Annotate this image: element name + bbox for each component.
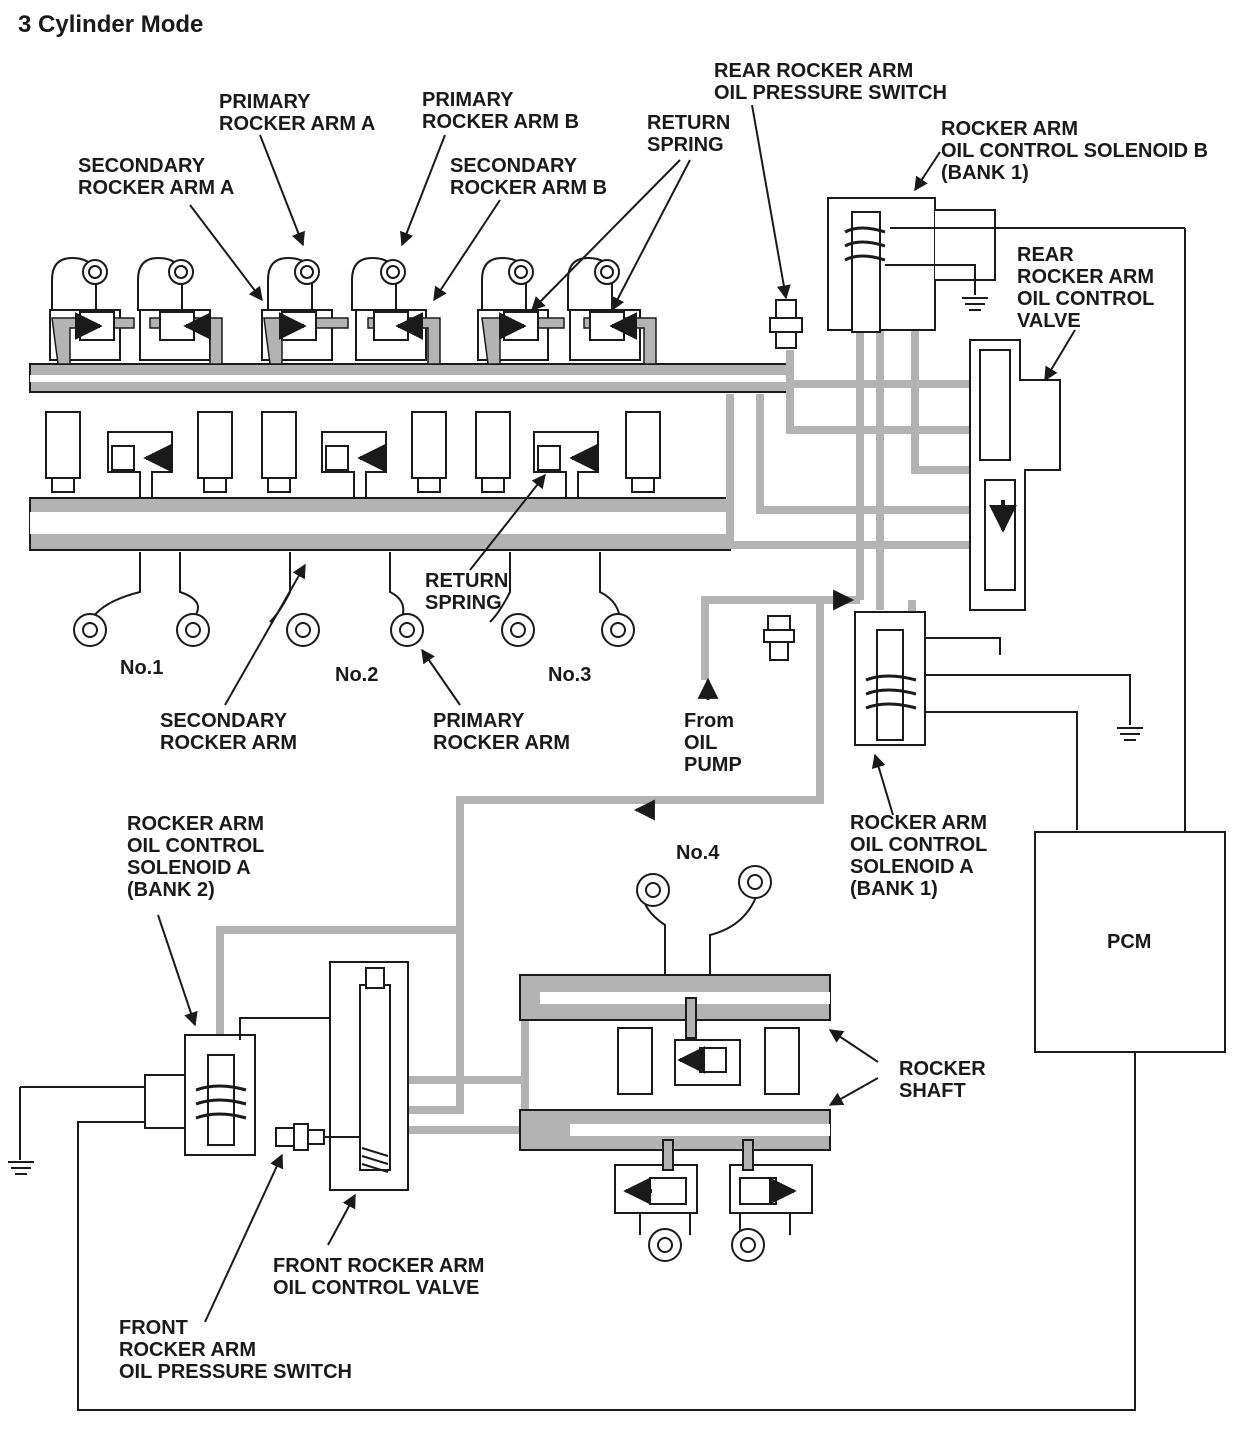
label-line: SECONDARY [450,155,578,177]
label-solenoid-b-bank1: ROCKER ARM OIL CONTROL SOLENOID B (BANK … [941,118,1208,184]
label-return-spring-top: RETURN SPRING [647,112,730,156]
label-line: OIL CONTROL [127,835,265,857]
label-line: OIL [684,732,718,754]
label-primary-rocker-arm-a: PRIMARY ROCKER ARM A [219,91,375,135]
pcm-wiring [8,228,1186,1411]
label-line: FRONT [119,1317,188,1339]
label-line: PRIMARY [433,710,525,732]
label-line: REAR ROCKER ARM [714,60,914,82]
rear-rocker-shaft-upper [29,363,791,393]
rear-upper-rocker-arms [49,256,641,361]
label-line: SECONDARY [160,710,288,732]
label-cylinder-no3: No.3 [548,664,592,686]
label-line: ROCKER ARM [433,732,571,754]
label-line: ROCKER ARM B [422,111,580,133]
rocker-arm-no4-top [636,865,772,975]
label-rocker-shaft: ROCKER SHAFT [899,1058,986,1102]
label-line: (BANK 1) [941,162,1029,184]
label-line: ROCKER ARM A [219,113,376,135]
label-from-oil-pump: From OIL PUMP [684,710,742,776]
label-primary-rocker-arm: PRIMARY ROCKER ARM [433,710,570,754]
rocker-arm-no4-middle [617,997,800,1095]
label-line: RETURN [425,570,509,592]
aux-pressure-switch [763,615,795,661]
label-rear-oil-control-valve: REAR ROCKER ARM OIL CONTROL VALVE [1017,244,1154,332]
label-line: ROCKER [899,1058,986,1080]
label-line: ROCKER ARM B [450,177,608,199]
label-primary-rocker-arm-b: PRIMARY ROCKER ARM B [422,89,579,133]
front-rocker-shaft-upper [519,974,831,1021]
rear-valve-springs [45,411,661,493]
label-line: ROCKER ARM [1017,266,1155,288]
label-line: ROCKER ARM [127,813,265,835]
label-line: OIL CONTROL SOLENOID B [941,140,1209,162]
label-pcm: PCM [1107,931,1152,953]
label-line: SHAFT [899,1080,966,1102]
rear-lower-rocker-arms [73,552,635,647]
rear-rocker-shaft-lower [29,497,731,551]
label-line: RETURN [647,112,731,134]
label-secondary-rocker-arm: SECONDARY ROCKER ARM [160,710,297,754]
label-line: SECONDARY [78,155,206,177]
label-front-oil-pressure-switch: FRONT ROCKER ARM OIL PRESSURE SWITCH [119,1317,352,1383]
oil-flow-arrows [633,589,855,821]
label-solenoid-a-bank2: ROCKER ARM OIL CONTROL SOLENOID A (BANK … [127,813,264,901]
pcm-box [1034,831,1226,1053]
label-line: PRIMARY [219,91,311,113]
label-return-spring-mid: RETURN SPRING [425,570,508,614]
front-rocker-shaft-lower [519,1109,831,1151]
label-rear-oil-pressure-switch: REAR ROCKER ARM OIL PRESSURE SWITCH [714,60,947,104]
rocker-arm-upper-4 [351,256,427,361]
label-line: ROCKER ARM [941,118,1079,140]
rocker-arm-no4-bottom [614,1139,813,1262]
rocker-arm-upper-2 [137,256,211,361]
label-line: OIL CONTROL [850,834,988,856]
label-line: From [684,710,734,732]
page-title: 3 Cylinder Mode [18,11,204,38]
label-line: OIL PRESSURE SWITCH [119,1361,352,1383]
label-line: ROCKER ARM [160,732,298,754]
rear-oil-control-valve [969,339,1061,611]
label-line: OIL CONTROL VALVE [273,1277,480,1299]
rear-upper-pistons [74,311,638,341]
label-line: SOLENOID A [127,857,251,879]
solenoid-a-bank1 [854,611,1143,830]
label-secondary-rocker-arm-a: SECONDARY ROCKER ARM A [78,155,234,199]
label-line: SOLENOID A [850,856,974,878]
label-solenoid-a-bank1: ROCKER ARM OIL CONTROL SOLENOID A (BANK … [850,812,987,900]
rear-middle-pistons [107,431,599,499]
label-cylinder-no1: No.1 [120,657,164,679]
label-line: ROCKER ARM [119,1339,257,1361]
front-oil-pressure-switch [275,1123,360,1151]
label-line: ROCKER ARM [850,812,988,834]
label-cylinder-no4: No.4 [676,842,720,864]
rear-oil-pressure-switch [769,299,803,349]
rocker-arm-upper-6 [567,256,641,361]
label-line: OIL CONTROL [1017,288,1155,310]
solenoid-b-bank1 [827,197,1185,333]
label-line: OIL PRESSURE SWITCH [714,82,947,104]
label-line: VALVE [1017,310,1081,332]
label-line: SPRING [425,592,502,614]
solenoid-a-bank2 [144,1017,360,1156]
label-secondary-rocker-arm-b: SECONDARY ROCKER ARM B [450,155,607,199]
label-line: ROCKER ARM A [78,177,235,199]
label-line: SPRING [647,134,724,156]
label-front-oil-control-valve: FRONT ROCKER ARM OIL CONTROL VALVE [273,1255,484,1299]
label-line: (BANK 1) [850,878,938,900]
label-line: (BANK 2) [127,879,215,901]
leader-lines [157,104,1076,1323]
label-line: PRIMARY [422,89,514,111]
label-line: PUMP [684,754,742,776]
front-oil-control-valve [329,961,409,1191]
label-cylinder-no2: No.2 [335,664,379,686]
label-line: REAR [1017,244,1074,266]
label-line: FRONT ROCKER ARM [273,1255,485,1277]
